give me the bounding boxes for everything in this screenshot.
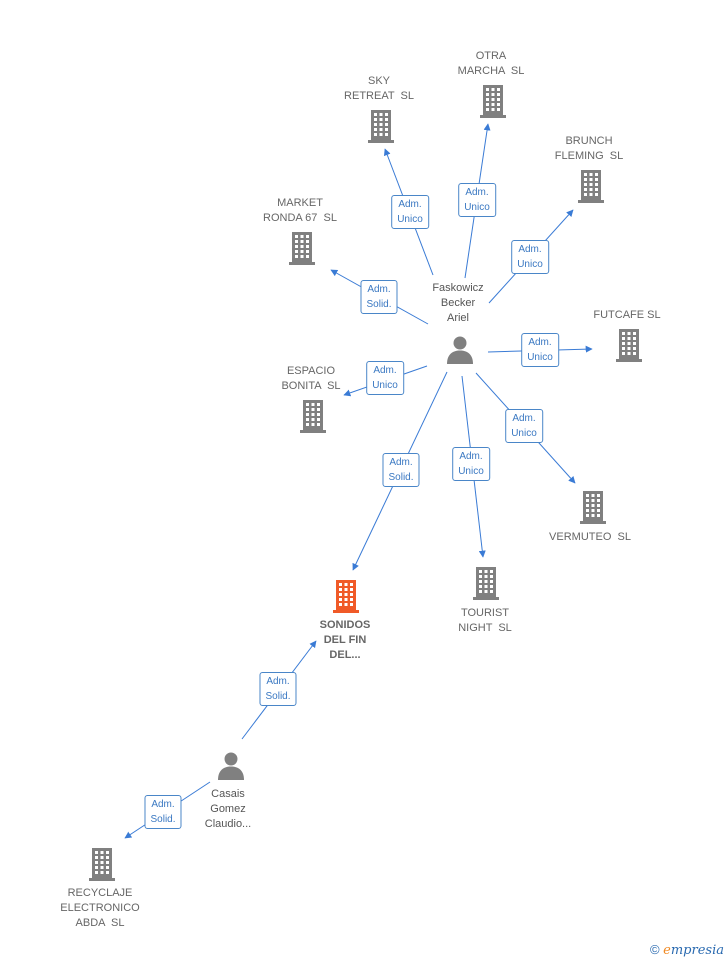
person-icon[interactable] (216, 751, 246, 781)
building-icon[interactable] (576, 489, 610, 525)
edge-label-otra[interactable]: Adm. Unico (458, 183, 496, 217)
company-label-tourist[interactable]: TOURIST NIGHT SL (458, 607, 512, 634)
edge-label-futcafe[interactable]: Adm. Unico (521, 333, 559, 367)
building-icon[interactable] (476, 83, 510, 119)
company-label-sky[interactable]: SKY RETREAT SL (344, 75, 414, 102)
building-icon[interactable] (574, 168, 608, 204)
building-icon[interactable] (85, 846, 119, 882)
building-icon[interactable] (612, 327, 646, 363)
copyright-icon: © (649, 942, 660, 957)
building-icon[interactable] (364, 108, 398, 144)
company-label-brunch[interactable]: BRUNCH FLEMING SL (554, 135, 624, 162)
brand-logo: empresia (663, 943, 724, 958)
person-label-faskowicz[interactable]: Faskowicz Becker Ariel (432, 282, 484, 324)
footer-brand: © empresia (650, 942, 724, 958)
edge-label-sonidos-faskowicz[interactable]: Adm. Solid. (382, 453, 420, 487)
building-icon-highlighted[interactable] (329, 578, 363, 614)
building-icon[interactable] (285, 230, 319, 266)
edge-label-sky[interactable]: Adm. Unico (391, 195, 429, 229)
edge-label-market[interactable]: Adm. Solid. (360, 280, 398, 314)
edge-label-recyclaje[interactable]: Adm. Solid. (144, 795, 182, 829)
company-label-recyclaje[interactable]: RECYCLAJE ELECTRONICO ABDA SL (60, 887, 140, 929)
edge-label-tourist[interactable]: Adm. Unico (452, 447, 490, 481)
edge-label-brunch[interactable]: Adm. Unico (511, 240, 549, 274)
company-label-market[interactable]: MARKET RONDA 67 SL (263, 197, 337, 224)
company-label-sonidos[interactable]: SONIDOS DEL FIN DEL... (319, 619, 371, 661)
company-label-espacio[interactable]: ESPACIO BONITA SL (281, 365, 341, 392)
edge-label-sonidos-casais[interactable]: Adm. Solid. (259, 672, 297, 706)
building-icon[interactable] (296, 398, 330, 434)
edge-label-vermuteo[interactable]: Adm. Unico (505, 409, 543, 443)
building-icon[interactable] (469, 565, 503, 601)
person-label-casais[interactable]: Casais Gomez Claudio... (204, 788, 252, 830)
company-label-futcafe[interactable]: FUTCAFE SL (593, 309, 661, 321)
company-label-otra[interactable]: OTRA MARCHA SL (457, 50, 525, 77)
company-label-vermuteo[interactable]: VERMUTEO SL (549, 531, 631, 543)
edge-label-espacio[interactable]: Adm. Unico (366, 361, 404, 395)
person-icon[interactable] (445, 335, 475, 365)
